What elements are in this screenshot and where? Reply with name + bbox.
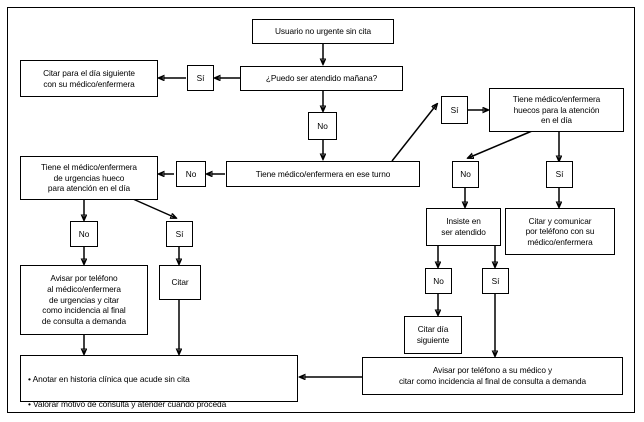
final-action-item-2: • Valorar motivo de consulta y atender c… xyxy=(28,398,227,409)
node-insiste: Insiste en ser atendido xyxy=(426,208,501,246)
node-avisar-urgencias: Avisar por teléfono al médico/enfermera … xyxy=(20,265,148,335)
node-no-huecos: No xyxy=(452,161,479,188)
node-si-insiste: Sí xyxy=(482,268,509,294)
node-no-turno: No xyxy=(176,161,206,187)
diagram-outer-border xyxy=(7,7,635,413)
node-no-urgencias: No xyxy=(70,221,98,247)
node-avisar-medico: Avisar por teléfono a su médico y citar … xyxy=(362,357,623,395)
node-question-turno: Tiene médico/enfermera en ese turno xyxy=(226,161,420,187)
node-citar-dia-siguiente: Citar para el día siguiente con su médic… xyxy=(20,60,158,97)
node-yes-manana: Sí xyxy=(187,65,214,91)
node-si-urgencias: Sí xyxy=(166,221,193,247)
node-question-huecos-dia: Tiene médico/enfermera huecos para la at… xyxy=(489,88,624,132)
node-start: Usuario no urgente sin cita xyxy=(252,19,394,44)
node-si-huecos: Sí xyxy=(546,161,573,188)
node-no-manana: No xyxy=(308,112,337,140)
node-question-manana: ¿Puedo ser atendido mañana? xyxy=(240,66,403,91)
final-action-item-1: • Anotar en historia clínica que acude s… xyxy=(28,374,190,385)
node-citar: Citar xyxy=(159,265,201,300)
node-no-insiste: No xyxy=(425,268,452,294)
node-si-turno: Sí xyxy=(441,96,468,124)
node-citar-comunicar: Citar y comunicar por teléfono con su mé… xyxy=(505,208,615,255)
node-question-urgencias-hueco: Tiene el médico/enfermera de urgencias h… xyxy=(20,156,158,200)
node-final-actions: • Anotar en historia clínica que acude s… xyxy=(20,355,298,409)
node-citar-dia-siguiente-2: Citar día siguiente xyxy=(404,316,462,354)
